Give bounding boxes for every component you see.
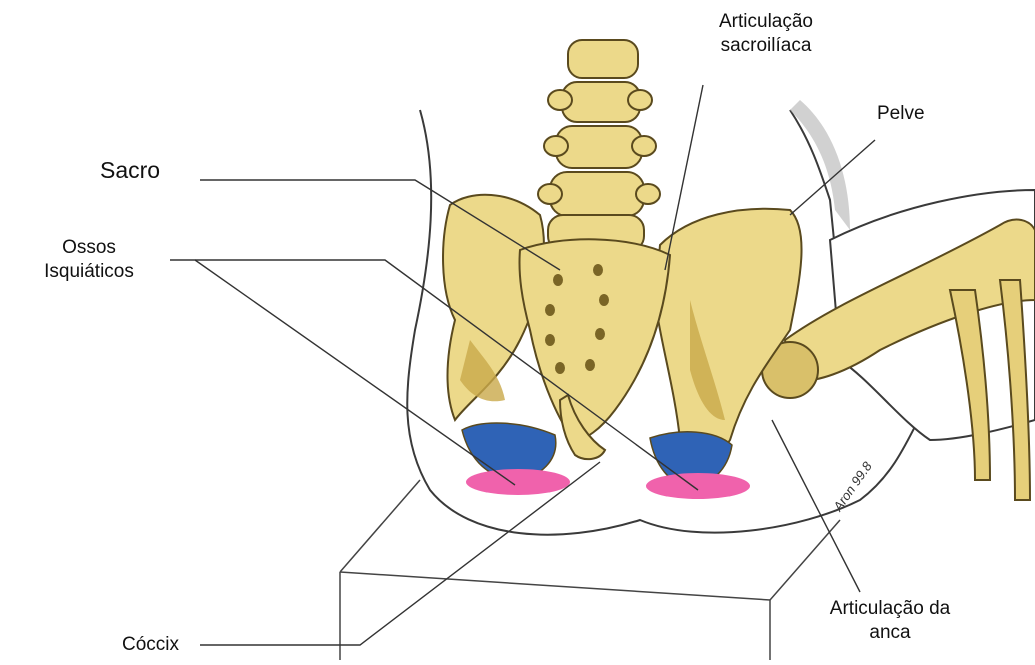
label-pelvis: Pelve	[877, 102, 925, 126]
label-sacroiliac-line2: sacroilíaca	[686, 34, 846, 58]
label-ischial-line2: Isquiáticos	[14, 260, 164, 284]
label-sacroiliac-joint: Articulação sacroilíaca	[686, 10, 846, 58]
label-sacroiliac-line1: Articulação	[686, 10, 846, 34]
label-ischial-line1: Ossos	[14, 236, 164, 260]
label-hip-line1: Articulação da	[790, 597, 990, 621]
label-hip-joint: Articulação da anca	[790, 597, 990, 645]
label-ischial-bones: Ossos Isquiáticos	[14, 236, 164, 284]
label-coccyx: Cóccix	[122, 633, 179, 657]
label-sacrum: Sacro	[100, 158, 160, 182]
label-hip-line2: anca	[790, 621, 990, 645]
